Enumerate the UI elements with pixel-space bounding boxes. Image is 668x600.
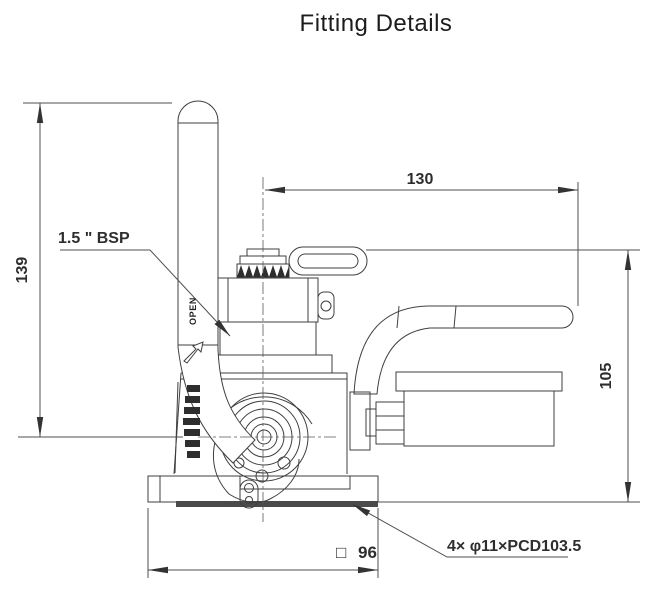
dim-139-lines — [18, 102, 183, 438]
hex-nut — [375, 401, 405, 445]
ratchet-teeth — [183, 385, 200, 458]
dim-105-value: 105 — [598, 363, 615, 390]
dim-96-value: 96 — [358, 543, 377, 562]
locking-shackle — [288, 246, 368, 276]
filler-cap — [217, 277, 319, 323]
mount-slot-hole-2 — [245, 496, 253, 504]
box-flange — [395, 371, 563, 392]
body-flange — [207, 354, 333, 374]
outlet-assembly — [349, 371, 563, 451]
lever-open-marking: OPEN — [188, 297, 198, 325]
thread-leader-arrow — [214, 319, 230, 336]
dim-96-lines — [147, 508, 379, 578]
dim-96-arrow-left — [148, 566, 168, 574]
dim-139-value: 139 — [14, 257, 31, 284]
mount-slot — [239, 479, 259, 509]
cap-inner-lines — [227, 278, 309, 322]
dim-130-arrow-right — [558, 186, 578, 194]
thread-leader — [60, 249, 231, 337]
box-body — [403, 390, 555, 447]
dim-105-lines — [366, 249, 640, 503]
ratchet-edge — [174, 381, 179, 474]
dim-130-lines — [265, 182, 579, 306]
thread-label: 1.5 " BSP — [58, 230, 130, 247]
handle-tube — [353, 305, 574, 395]
carry-handle — [353, 305, 574, 395]
shackle-outer — [288, 246, 368, 276]
square-symbol: □ — [336, 543, 346, 562]
dim-139-arrow-bottom — [36, 417, 44, 437]
handle-segment-lines — [396, 305, 457, 329]
mount-hole-3 — [277, 456, 291, 470]
cap-tab-hole — [320, 300, 332, 312]
bolt-pattern-label: 4× φ11×PCD103.5 — [447, 538, 581, 555]
dim-105-arrow-top — [624, 250, 632, 270]
mount-slot-hole-1 — [244, 483, 254, 493]
dim-105-arrow-bottom — [624, 482, 632, 502]
mount-hole-4 — [255, 469, 269, 483]
mount-hole-2 — [233, 457, 245, 469]
dim-130-arrow-left — [265, 186, 285, 194]
dim-130-value: 130 — [407, 171, 434, 188]
open-direction-arrow-icon — [183, 341, 204, 364]
dim-139-arrow-top — [36, 103, 44, 123]
page-title: Fitting Details — [300, 10, 453, 37]
bolt-pattern-callout: 4× φ11×PCD103.5 — [351, 503, 581, 558]
dimension-96: □ 96 — [147, 508, 379, 578]
dim-96-arrow-right — [358, 566, 378, 574]
lever-arm — [177, 100, 256, 464]
dimension-130: 130 — [265, 171, 579, 306]
shackle-slot — [297, 253, 359, 269]
base-recess — [159, 476, 351, 502]
cap-lower — [219, 321, 317, 356]
operating-lever: OPEN — [174, 100, 256, 474]
dimension-139: 139 — [14, 102, 183, 438]
bolt-pattern-leader — [351, 503, 568, 558]
support-plate — [349, 391, 371, 451]
bolt-pattern-leader-arrow — [352, 504, 371, 517]
mount-plate — [212, 424, 300, 503]
hex-nut-facets — [376, 415, 404, 431]
dimension-105: 105 — [366, 249, 640, 503]
cap-tab — [317, 291, 335, 320]
base-gasket — [176, 501, 378, 507]
thread-callout: 1.5 " BSP — [58, 230, 231, 337]
connector-step — [365, 408, 377, 437]
